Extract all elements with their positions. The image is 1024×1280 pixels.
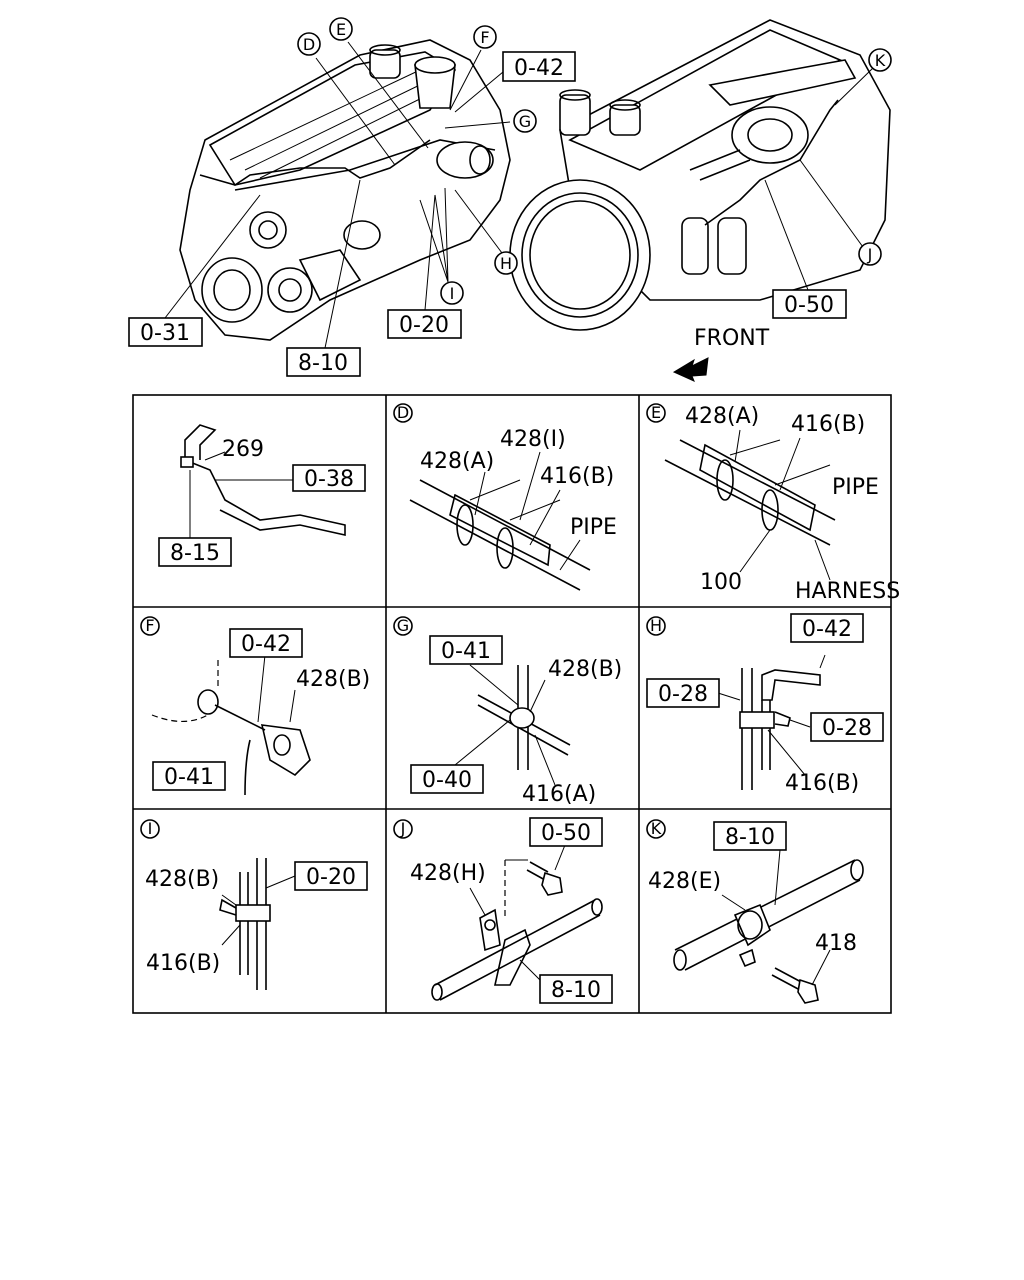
svg-text:428(H): 428(H) [410,861,486,886]
overview-part-0-50: 0-50 [772,289,847,319]
svg-text:0-41: 0-41 [441,639,491,664]
svg-text:428(A): 428(A) [685,404,759,429]
svg-text:428(E): 428(E) [648,869,721,894]
svg-text:0-40: 0-40 [422,768,472,793]
svg-text:I: I [450,284,455,303]
svg-text:0-20: 0-20 [399,313,449,338]
svg-text:PIPE: PIPE [832,475,879,500]
svg-text:E: E [336,20,346,39]
overview-leaders [164,41,874,349]
svg-text:0-41: 0-41 [164,765,214,790]
svg-text:H: H [500,254,512,273]
svg-text:0-28: 0-28 [822,716,872,741]
overview-callout-d: D [297,32,321,56]
svg-text:0-50: 0-50 [784,293,834,318]
svg-text:G: G [519,112,531,131]
svg-text:8-10: 8-10 [725,825,775,850]
svg-text:8-15: 8-15 [170,541,220,566]
left-engine-drawing [179,39,511,341]
front-arrow-icon [672,357,709,382]
overview-callout-f: F [473,25,497,49]
overview-callout-j: J [858,242,882,266]
svg-text:J: J [400,819,406,838]
overview-callout-i: I [440,281,464,305]
svg-text:0-42: 0-42 [241,632,291,657]
svg-text:428(B): 428(B) [145,867,219,892]
svg-text:428(I): 428(I) [500,427,566,452]
overview-callout-k: K [868,48,892,72]
overview-part-0-20: 0-20 [387,309,462,339]
svg-text:F: F [480,28,489,47]
overview-part-0-31: 0-31 [128,317,203,347]
detail-panel-g: G 0-41 428(B) 0-40 416(A) [393,616,622,807]
svg-text:8-10: 8-10 [298,351,348,376]
detail-grid [132,394,892,1014]
svg-text:J: J [867,245,873,264]
overview-part-8-10: 8-10 [286,347,361,377]
detail-panel-j: J 0-50 428(H) 8-10 [393,817,613,1004]
svg-text:416(A): 416(A) [522,782,596,807]
svg-text:0-20: 0-20 [306,865,356,890]
detail-panel-f: F 0-42 428(B) 0-41 [140,616,370,796]
svg-text:0-42: 0-42 [802,617,852,642]
detail-panel-k: K 8-10 428(E) 418 [646,819,864,1004]
svg-text:0-50: 0-50 [541,821,591,846]
svg-text:416(B): 416(B) [785,771,859,796]
svg-text:PIPE: PIPE [570,515,617,540]
svg-text:416(B): 416(B) [540,464,614,489]
svg-text:D: D [397,403,409,422]
svg-text:HARNESS: HARNESS [795,579,900,604]
svg-text:418: 418 [815,931,857,956]
svg-text:I: I [148,819,153,838]
detail-panel-i: I 428(B) 0-20 416(B) [140,819,368,990]
front-indicator: FRONT [672,326,770,382]
overview-part-0-42: 0-42 [502,51,576,82]
overview-callout-e: E [329,17,353,41]
svg-text:428(B): 428(B) [548,657,622,682]
svg-text:G: G [397,616,409,635]
svg-text:416(B): 416(B) [146,951,220,976]
svg-text:D: D [303,35,315,54]
detail-panel-a: 269 0-38 8-15 [158,424,366,567]
detail-panel-d: D 428(A) 428(I) 416(B) PIPE [393,403,617,591]
svg-text:0-38: 0-38 [304,467,354,492]
detail-panel-h: H 0-42 0-28 0-28 416(B) [646,613,884,796]
svg-text:0-31: 0-31 [140,321,190,346]
svg-text:F: F [145,616,154,635]
svg-text:FRONT: FRONT [694,326,770,351]
svg-text:428(B): 428(B) [296,667,370,692]
detail-panel-e: E 428(A) 416(B) PIPE 100 HARNESS [646,403,900,604]
overview-callout-g: G [513,109,537,133]
overview-callout-h: H [494,251,518,275]
svg-text:H: H [650,616,662,635]
svg-text:K: K [651,819,662,838]
svg-text:E: E [651,403,661,422]
svg-text:0-28: 0-28 [658,682,708,707]
svg-text:428(A): 428(A) [420,449,494,474]
svg-text:416(B): 416(B) [791,412,865,437]
svg-text:100: 100 [700,570,742,595]
svg-text:269: 269 [222,437,264,462]
right-engine-drawing [509,19,891,331]
svg-text:8-10: 8-10 [551,978,601,1003]
svg-text:K: K [875,51,886,70]
svg-text:0-42: 0-42 [514,56,564,81]
